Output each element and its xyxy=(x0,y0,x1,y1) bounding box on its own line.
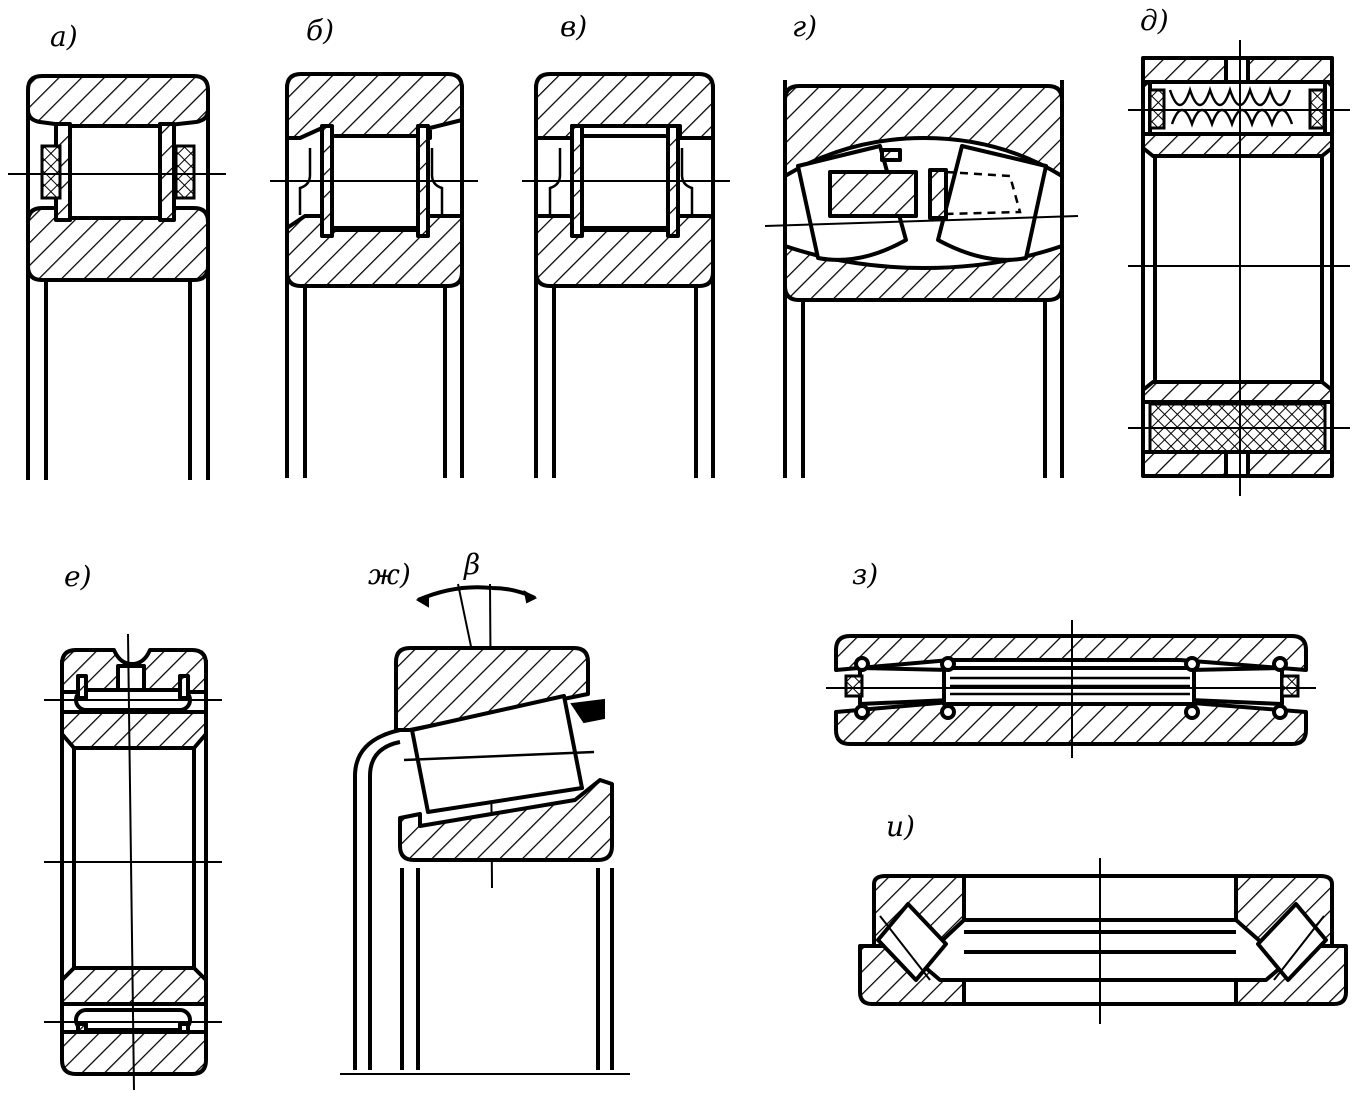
label-b: б) xyxy=(306,14,334,47)
bearing-g: г) xyxy=(764,10,1079,478)
label-i: и) xyxy=(886,810,915,843)
bearing-a: а) xyxy=(8,20,226,480)
label-beta: β xyxy=(463,548,480,581)
label-e: е) xyxy=(64,560,92,593)
label-z: з) xyxy=(852,558,878,591)
bearing-v: в) xyxy=(522,10,730,478)
bearing-z: з) xyxy=(826,558,1316,758)
label-zh: ж) xyxy=(368,558,411,591)
bearing-zh: ж) β xyxy=(340,548,630,1075)
label-a: а) xyxy=(50,20,78,53)
label-g: г) xyxy=(792,10,817,43)
bearing-e: е) xyxy=(44,560,222,1091)
bearing-d: д) xyxy=(1128,4,1350,496)
bearing-i: и) xyxy=(858,810,1348,1024)
label-v: в) xyxy=(560,10,587,43)
label-d: д) xyxy=(1140,4,1169,37)
bearing-b: б) xyxy=(270,14,478,478)
